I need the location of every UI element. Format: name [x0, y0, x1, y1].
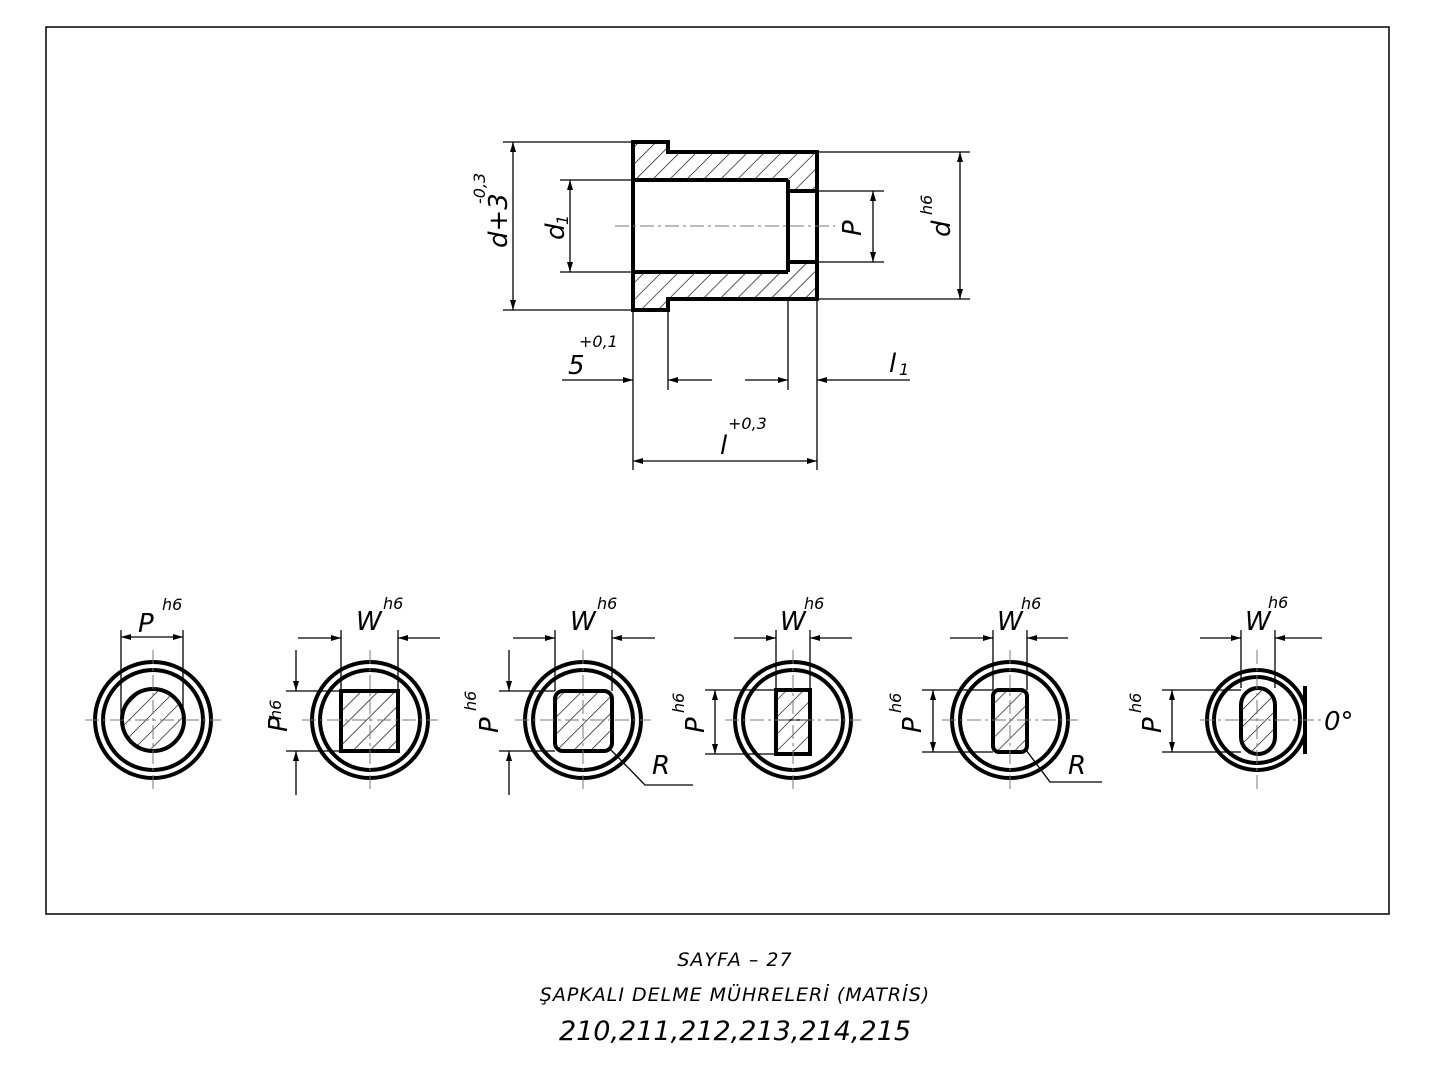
- section-view-rounded-square: W h6 P h6 R: [461, 594, 693, 795]
- caption: SAYFA – 27 ŞAPKALI DELME MÜHRELERİ (MATR…: [540, 949, 930, 1047]
- section-view-rectangle: W h6 P h6: [669, 594, 861, 790]
- angle-label: 0°: [1324, 707, 1354, 737]
- l1-label: l: [889, 349, 897, 379]
- drawing-frame: [45, 26, 1390, 915]
- dim-label: P: [838, 220, 868, 236]
- dim-label: P: [681, 717, 711, 733]
- dim-label: d+3: [484, 193, 514, 248]
- section-view-round: P h6: [85, 595, 221, 790]
- dim-label: W: [1245, 607, 1272, 637]
- dim-label: P: [1138, 717, 1168, 733]
- dimension-d-h6: d h6: [817, 151, 970, 300]
- dim-label: P: [475, 717, 505, 733]
- tolerance-label: h6: [266, 700, 285, 720]
- dim-label: d: [927, 220, 957, 237]
- tolerance-label: h6: [1268, 593, 1288, 612]
- dim-label: P: [264, 716, 294, 732]
- tolerance-label: h6: [886, 693, 905, 713]
- dim-label: W: [997, 607, 1024, 637]
- tolerance-label: h6: [1126, 693, 1145, 713]
- part-codes: 210,211,212,213,214,215: [559, 1016, 911, 1047]
- section-view-rounded-rectangle: W h6 P h6 R: [886, 594, 1102, 790]
- flange-length-label: 5: [568, 351, 585, 381]
- dim-label: W: [570, 607, 597, 637]
- drawing-title: ŞAPKALI DELME MÜHRELERİ (MATRİS): [540, 983, 930, 1006]
- dimension-d-plus-3: d+3 -0,3: [470, 141, 633, 311]
- dim-label: W: [780, 607, 807, 637]
- dimension-p: P: [817, 190, 884, 263]
- dim-label: P: [898, 717, 928, 733]
- radius-leader: [1025, 749, 1102, 783]
- dimension-d1: d 1: [541, 179, 633, 273]
- bushing-section-view: d+3 -0,3 d 1 P: [470, 140, 970, 470]
- dim-label: W: [356, 607, 383, 637]
- tolerance-label: h6: [1021, 594, 1041, 613]
- tolerance-label: +0,3: [728, 414, 767, 433]
- dimension-lengths: 5 +0,1 l 1 l +0,3: [562, 300, 910, 470]
- section-view-obround: W h6 P h6 0°: [1126, 593, 1354, 790]
- tolerance-label: h6: [383, 594, 403, 613]
- dim-label: P: [138, 609, 154, 639]
- tolerance-label: h6: [804, 594, 824, 613]
- radius-leader: [609, 748, 693, 786]
- tolerance-label: h6: [669, 693, 688, 713]
- tolerance-label: h6: [917, 195, 936, 215]
- dim-label: d: [541, 223, 571, 240]
- dim-subscript: 1: [899, 360, 909, 379]
- tolerance-label: h6: [162, 595, 182, 614]
- length-label: l: [720, 431, 728, 461]
- tolerance-label: +0,1: [579, 332, 618, 351]
- radius-label: R: [652, 751, 670, 781]
- page-number: SAYFA – 27: [677, 949, 792, 971]
- dim-subscript: 1: [553, 215, 572, 225]
- tolerance-label: h6: [597, 594, 617, 613]
- radius-label: R: [1068, 751, 1086, 781]
- section-view-square: W h6 P h6: [264, 594, 440, 795]
- tolerance-label: -0,3: [470, 173, 489, 204]
- tolerance-label: h6: [461, 691, 480, 711]
